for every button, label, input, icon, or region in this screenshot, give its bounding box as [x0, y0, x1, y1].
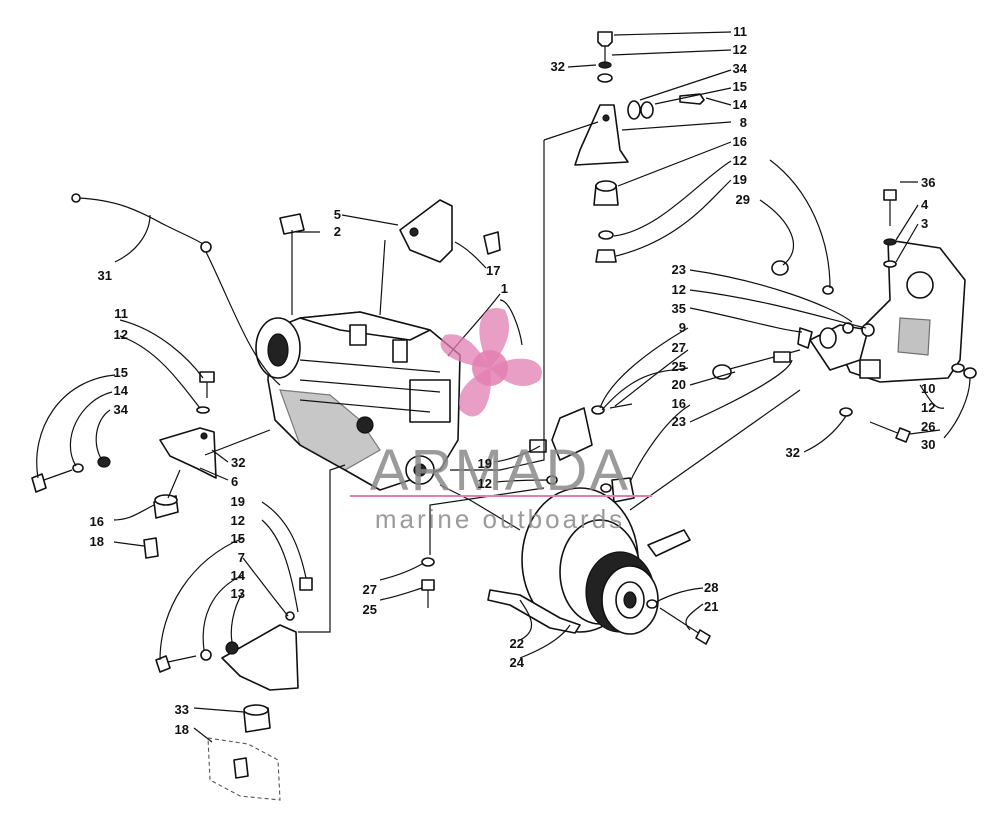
callout-label: 32 — [786, 445, 800, 460]
callout-label: 23 — [672, 414, 686, 429]
callout-label: 23 — [672, 262, 686, 277]
engine-block — [255, 311, 461, 491]
callout-label: 12 — [733, 42, 747, 57]
callout-label: 15 — [114, 365, 128, 380]
callout-label: 1 — [501, 281, 508, 296]
callout-label: 2 — [334, 224, 341, 239]
callout-label: 19 — [478, 456, 492, 471]
callout-label: 12 — [733, 153, 747, 168]
callout-labels: 11 12 32 34 15 14 8 16 12 19 29 36 4 3 5… — [90, 24, 936, 737]
right-mount-bracket — [712, 189, 977, 443]
callout-label: 25 — [363, 602, 377, 617]
callout-label: 19 — [231, 494, 245, 509]
callout-label: 33 — [175, 702, 189, 717]
callout-label: 27 — [363, 582, 377, 597]
callout-label: 12 — [478, 476, 492, 491]
callout-label: 19 — [733, 172, 747, 187]
callout-label: 36 — [921, 175, 935, 190]
watermark-title: ARMADA — [370, 438, 630, 503]
callout-label: 4 — [921, 197, 929, 212]
callout-label: 18 — [175, 722, 189, 737]
callout-label: 11 — [114, 306, 128, 321]
callout-label: 11 — [733, 24, 747, 39]
callout-label: 16 — [672, 396, 686, 411]
left-mount-parts — [31, 193, 435, 801]
callout-label: 12 — [231, 513, 245, 528]
callout-label: 18 — [90, 534, 104, 549]
callout-label: 3 — [921, 216, 928, 231]
callout-label: 6 — [231, 474, 238, 489]
upper-mount-stack — [574, 31, 705, 263]
callout-label: 9 — [679, 320, 686, 335]
callout-label: 7 — [238, 550, 245, 565]
callout-label: 10 — [921, 381, 935, 396]
callout-label: 24 — [510, 655, 525, 670]
callout-label: 5 — [334, 207, 341, 222]
watermark: ARMADA marine outboards — [350, 308, 652, 534]
callout-label: 14 — [114, 383, 129, 398]
callout-label: 26 — [921, 419, 935, 434]
callout-label: 31 — [98, 268, 112, 283]
drive-clutch — [487, 487, 711, 645]
callout-label: 22 — [510, 636, 524, 651]
callout-label: 13 — [231, 586, 245, 601]
callout-label: 8 — [740, 115, 747, 130]
callout-label: 12 — [114, 327, 128, 342]
callout-label: 20 — [672, 377, 686, 392]
callout-label: 15 — [733, 79, 747, 94]
callout-label: 34 — [733, 61, 748, 76]
callout-label: 34 — [114, 402, 129, 417]
callout-label: 16 — [733, 134, 747, 149]
watermark-subtitle: marine outboards — [375, 504, 625, 534]
callout-label: 30 — [921, 437, 935, 452]
callout-label: 25 — [672, 359, 686, 374]
callout-label: 27 — [672, 340, 686, 355]
callout-label: 28 — [704, 580, 718, 595]
propeller-logo-icon — [440, 308, 542, 417]
callout-label: 29 — [736, 192, 750, 207]
callout-label: 21 — [704, 599, 718, 614]
callout-label: 32 — [231, 455, 245, 470]
callout-label: 35 — [672, 301, 686, 316]
leader-lines — [36, 31, 971, 743]
callout-label: 15 — [231, 531, 245, 546]
callout-label: 16 — [90, 514, 104, 529]
callout-label: 17 — [486, 263, 500, 278]
callout-label: 14 — [733, 97, 748, 112]
callout-label: 32 — [551, 59, 565, 74]
callout-label: 12 — [921, 400, 935, 415]
callout-label: 12 — [672, 282, 686, 297]
engine-top-parts — [279, 199, 501, 263]
callout-label: 14 — [231, 568, 246, 583]
